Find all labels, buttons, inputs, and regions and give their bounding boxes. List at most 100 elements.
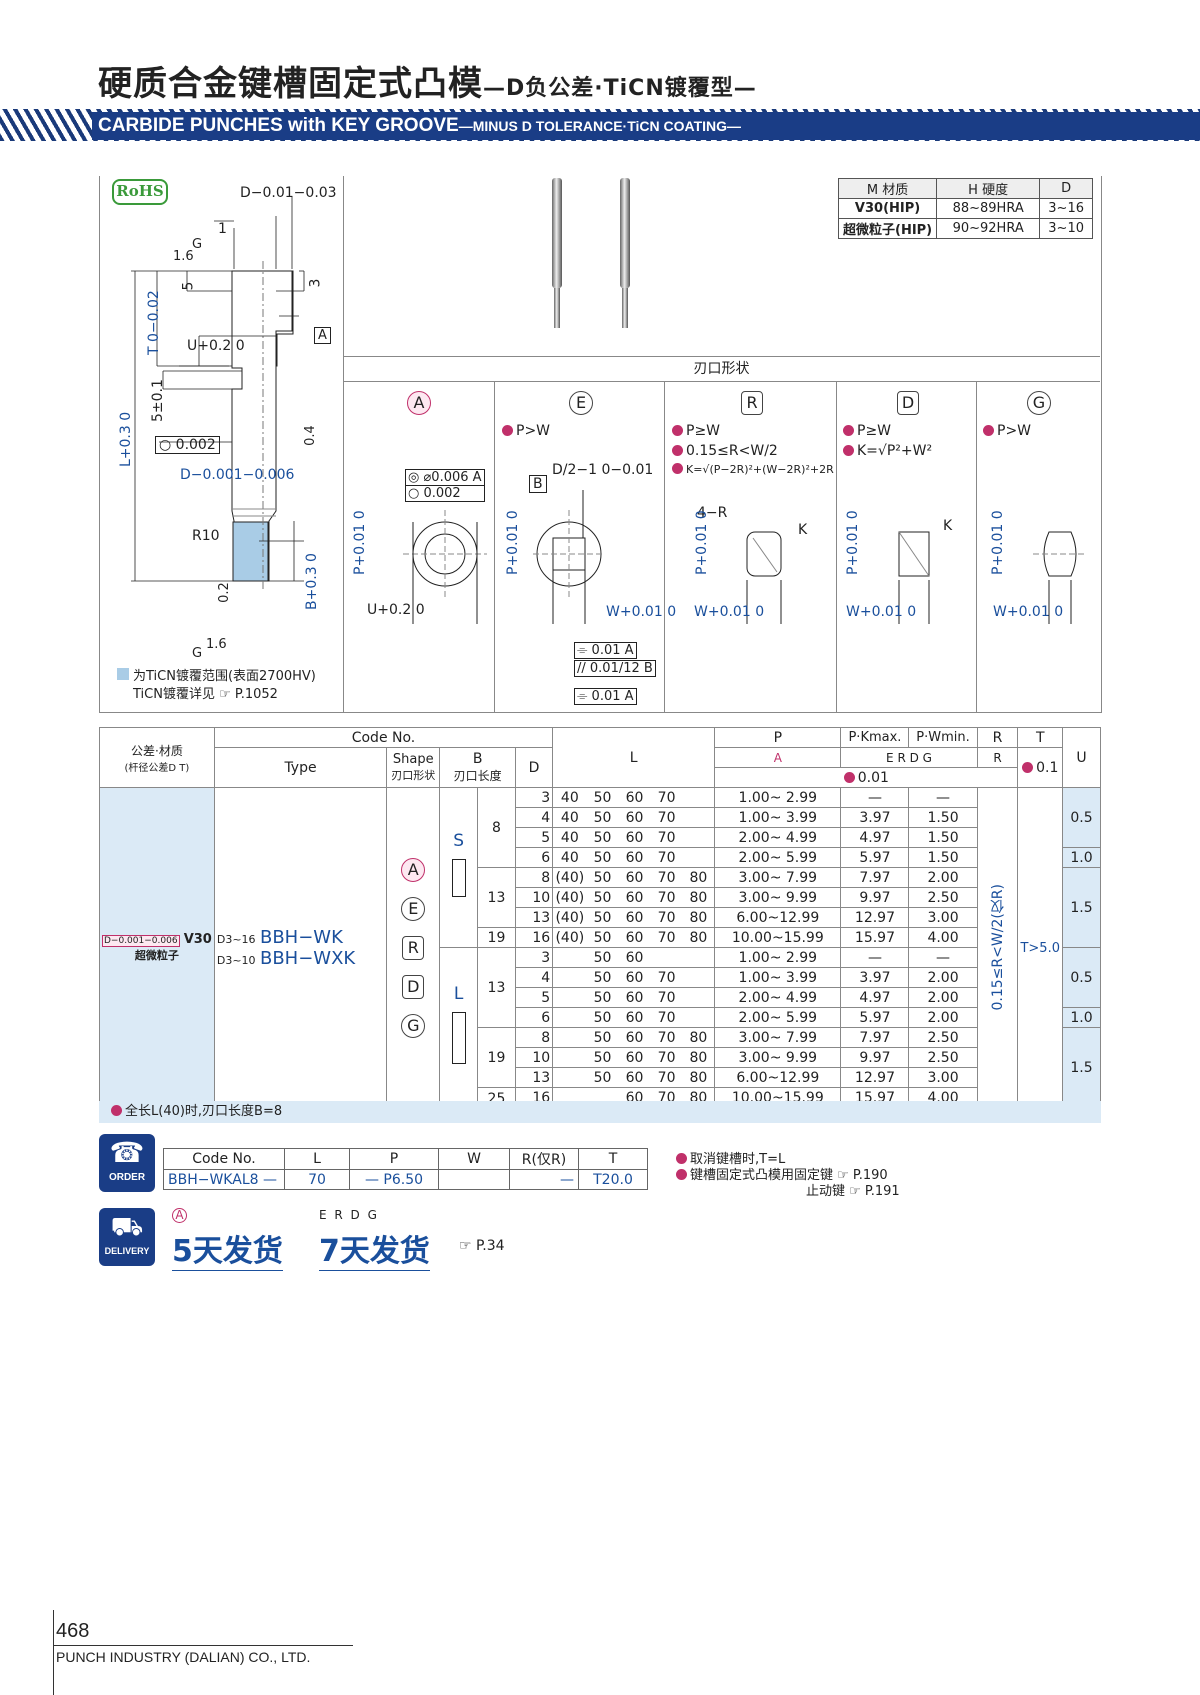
pw-cell: —: [908, 947, 978, 968]
r-range-cell: 0.15≤R<W/2(仅R): [976, 787, 1019, 1108]
p-cell: 3.00~ 9.99: [714, 887, 842, 908]
l-cell: 60: [618, 827, 651, 848]
u-cell: 1.5: [1061, 1027, 1102, 1108]
d-cell: 10: [514, 887, 554, 908]
l-cell: 60: [618, 1067, 651, 1088]
l-cell: 50: [586, 907, 619, 928]
cond-r-1: 0.15≤R<W/2: [672, 443, 778, 459]
order-h-code: Code No.: [163, 1148, 285, 1170]
l-cell: 40: [552, 827, 587, 848]
coating-swatch: [117, 668, 129, 680]
d-tol2-label: D−0.001−0.006: [180, 467, 295, 483]
mat-row-0-d: 3~16: [1039, 198, 1094, 219]
type2: BBH−WXK: [259, 947, 356, 969]
material-table: M 材质 H 硬度 D V30(HIP) 88~89HRA 3~16 超微粒子(…: [837, 178, 1094, 239]
pw-cell: 2.50: [908, 1027, 978, 1048]
dim-5: 5: [180, 281, 197, 291]
r-label: 4−R: [697, 505, 728, 521]
l-cell: (40): [552, 907, 587, 928]
l-cell: 50: [586, 787, 619, 808]
rough-02: 0.2: [216, 582, 232, 603]
h-pw: P·Wmin.: [908, 727, 978, 748]
spec-footnote: 全长L(40)时,刃口长度B=8: [99, 1101, 1101, 1123]
l-cell: 80: [682, 887, 715, 908]
pw-cell: 2.50: [908, 1047, 978, 1068]
pk-cell: 12.97: [840, 907, 910, 928]
cond-r-0: P≥W: [672, 423, 720, 439]
order-table: Code No. L P W R(仅R) T BBH−WKAL8 — 70 — …: [163, 1148, 648, 1190]
h-r-shapes: R: [976, 747, 1019, 768]
shape-col-div-2: [664, 382, 665, 712]
mat-row-0-hardness: 88~89HRA: [936, 198, 1041, 219]
order-r: —: [509, 1169, 579, 1190]
l-cell: 70: [650, 847, 683, 868]
h-p: P: [714, 727, 842, 748]
b-length-cell: 19: [476, 927, 516, 948]
d-cell: 13: [514, 1067, 554, 1088]
h-t: T: [1017, 727, 1063, 748]
e-w-tol: W+0.01 0: [606, 604, 677, 620]
l-cell: 80: [682, 1067, 715, 1088]
rough-16-bot: 1.6: [206, 637, 227, 652]
d-cell: 4: [514, 967, 554, 988]
b-length-cell: 8: [476, 787, 516, 868]
order-h-r: R(仅R): [509, 1148, 579, 1170]
p-cell: 2.00~ 4.99: [714, 987, 842, 1008]
pw-cell: 2.00: [908, 867, 978, 888]
h-u: U: [1061, 727, 1102, 788]
shape-key-d: D: [897, 391, 919, 415]
footer-line: [53, 1645, 353, 1646]
e-d2: D/2−1 0−0.01: [552, 462, 654, 478]
d-p-tol: P+0.01 0: [845, 510, 861, 575]
five-01: 5±0.1: [150, 379, 166, 422]
tol-badge: D−0.001−0.006: [102, 935, 180, 947]
l-cell: 50: [586, 867, 619, 888]
order-note-1: 取消键槽时,T=L: [676, 1148, 785, 1167]
shape-key-e: E: [569, 391, 593, 415]
cond-e-0: P>W: [502, 423, 550, 439]
shape-e-badge: E: [569, 391, 593, 415]
e-ref-b: B: [529, 475, 547, 493]
coating-ref: TiCN镀覆详见 ☞ P.1052: [133, 687, 278, 702]
l-cell: 80: [682, 907, 715, 928]
l-cell: 50: [586, 967, 619, 988]
delivery-other-days: 7天发货: [319, 1226, 430, 1271]
mat-header-hardness: H 硬度: [936, 178, 1041, 199]
p-cell: 3.00~ 7.99: [714, 867, 842, 888]
l-cell: [682, 1007, 715, 1028]
delivery-badge: ⛟ DELIVERY: [99, 1208, 155, 1266]
pk-cell: 3.97: [840, 967, 910, 988]
l-cell: (40): [552, 867, 587, 888]
e-p-tol: P+0.01 0: [505, 510, 521, 575]
l-cell: 50: [586, 987, 619, 1008]
l-cell: [552, 1027, 587, 1048]
p-cell: 10.00~15.99: [714, 927, 842, 948]
p-cell: 6.00~12.99: [714, 1067, 842, 1088]
pw-cell: —: [908, 787, 978, 808]
pk-cell: 7.97: [840, 867, 910, 888]
l-cell: 50: [586, 1047, 619, 1068]
e-tol-flat1: ⌯ 0.01 A: [574, 642, 637, 659]
order-h-p: P: [349, 1148, 439, 1170]
shape-badge-g: G: [401, 1013, 426, 1038]
d-w-tol: W+0.01 0: [846, 604, 917, 620]
a-tol2: 0.002: [423, 486, 461, 501]
title-en-sub: —MINUS D TOLERANCE·TiCN COATING—: [458, 118, 742, 134]
l-cell: 80: [682, 927, 715, 948]
truck-icon: ⛟: [110, 1212, 144, 1242]
pw-cell: 1.50: [908, 847, 978, 868]
l-cell: [650, 947, 683, 968]
l-cell: 60: [618, 807, 651, 828]
company-name: PUNCH INDUSTRY (DALIAN) CO., LTD.: [56, 1649, 311, 1665]
d-cell: 3: [514, 947, 554, 968]
page-title: 硬质合金键槽固定式凸模—D负公差·TiCN镀覆型—: [98, 56, 757, 105]
l-cell: [682, 787, 715, 808]
panel-divider-v: [343, 176, 344, 712]
shape-g-badge: G: [1027, 391, 1051, 415]
pk-cell: —: [840, 787, 910, 808]
